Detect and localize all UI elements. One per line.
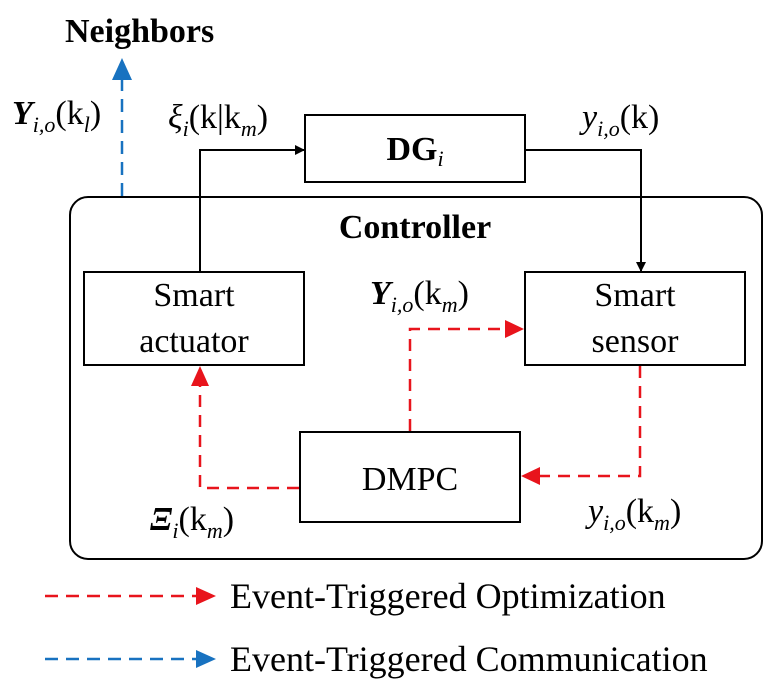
smart-sensor-block: [524, 271, 746, 366]
legend-communication-label: Event-Triggered Communication: [230, 639, 708, 679]
smart-actuator-block: [83, 271, 305, 366]
controller-label: Controller: [339, 209, 491, 246]
dmpc-label: DMPC: [362, 461, 458, 498]
smart-sensor-line1: Smart: [594, 277, 676, 314]
dg-label: DGi: [386, 131, 443, 171]
neighbors-title: Neighbors: [65, 13, 214, 50]
legend-optimization-label: Event-Triggered Optimization: [230, 576, 666, 616]
dmpc-to-sensor-line: [408, 327, 506, 431]
signal-y-km: Yi,o(km): [370, 275, 469, 317]
sensor-to-dmpc-arrowhead: [521, 467, 540, 485]
dg-block: [304, 114, 526, 183]
signal-y-sensor-out: yi,o(km): [585, 493, 681, 535]
sensor-to-dmpc-line: [538, 366, 642, 478]
dmpc-block: [299, 431, 521, 523]
dg-to-sensor-line: [525, 149, 646, 272]
actuator-to-dg-line: [199, 145, 305, 272]
signal-xi-capital: Ξi(km): [150, 501, 234, 543]
controller-to-neighbors-arrowhead: [112, 58, 132, 80]
smart-actuator-line1: Smart: [153, 277, 235, 314]
legend-communication-arrowhead: [196, 650, 216, 668]
signal-xi: ξi(k|km): [168, 99, 268, 141]
signal-y-out: yi,o(k): [579, 99, 659, 141]
legend-optimization-arrowhead: [196, 587, 216, 605]
controller-box: [69, 196, 763, 560]
signal-y-neighbors: Yi,o(kl): [12, 95, 101, 137]
dmpc-to-sensor-arrowhead: [505, 320, 524, 338]
dmpc-to-actuator-line: [198, 384, 299, 490]
dmpc-to-actuator-arrowhead: [191, 366, 209, 386]
smart-actuator-line2: actuator: [139, 323, 249, 360]
smart-sensor-line2: sensor: [592, 323, 680, 360]
legend: Event-Triggered Optimization Event-Trigg…: [45, 576, 708, 679]
